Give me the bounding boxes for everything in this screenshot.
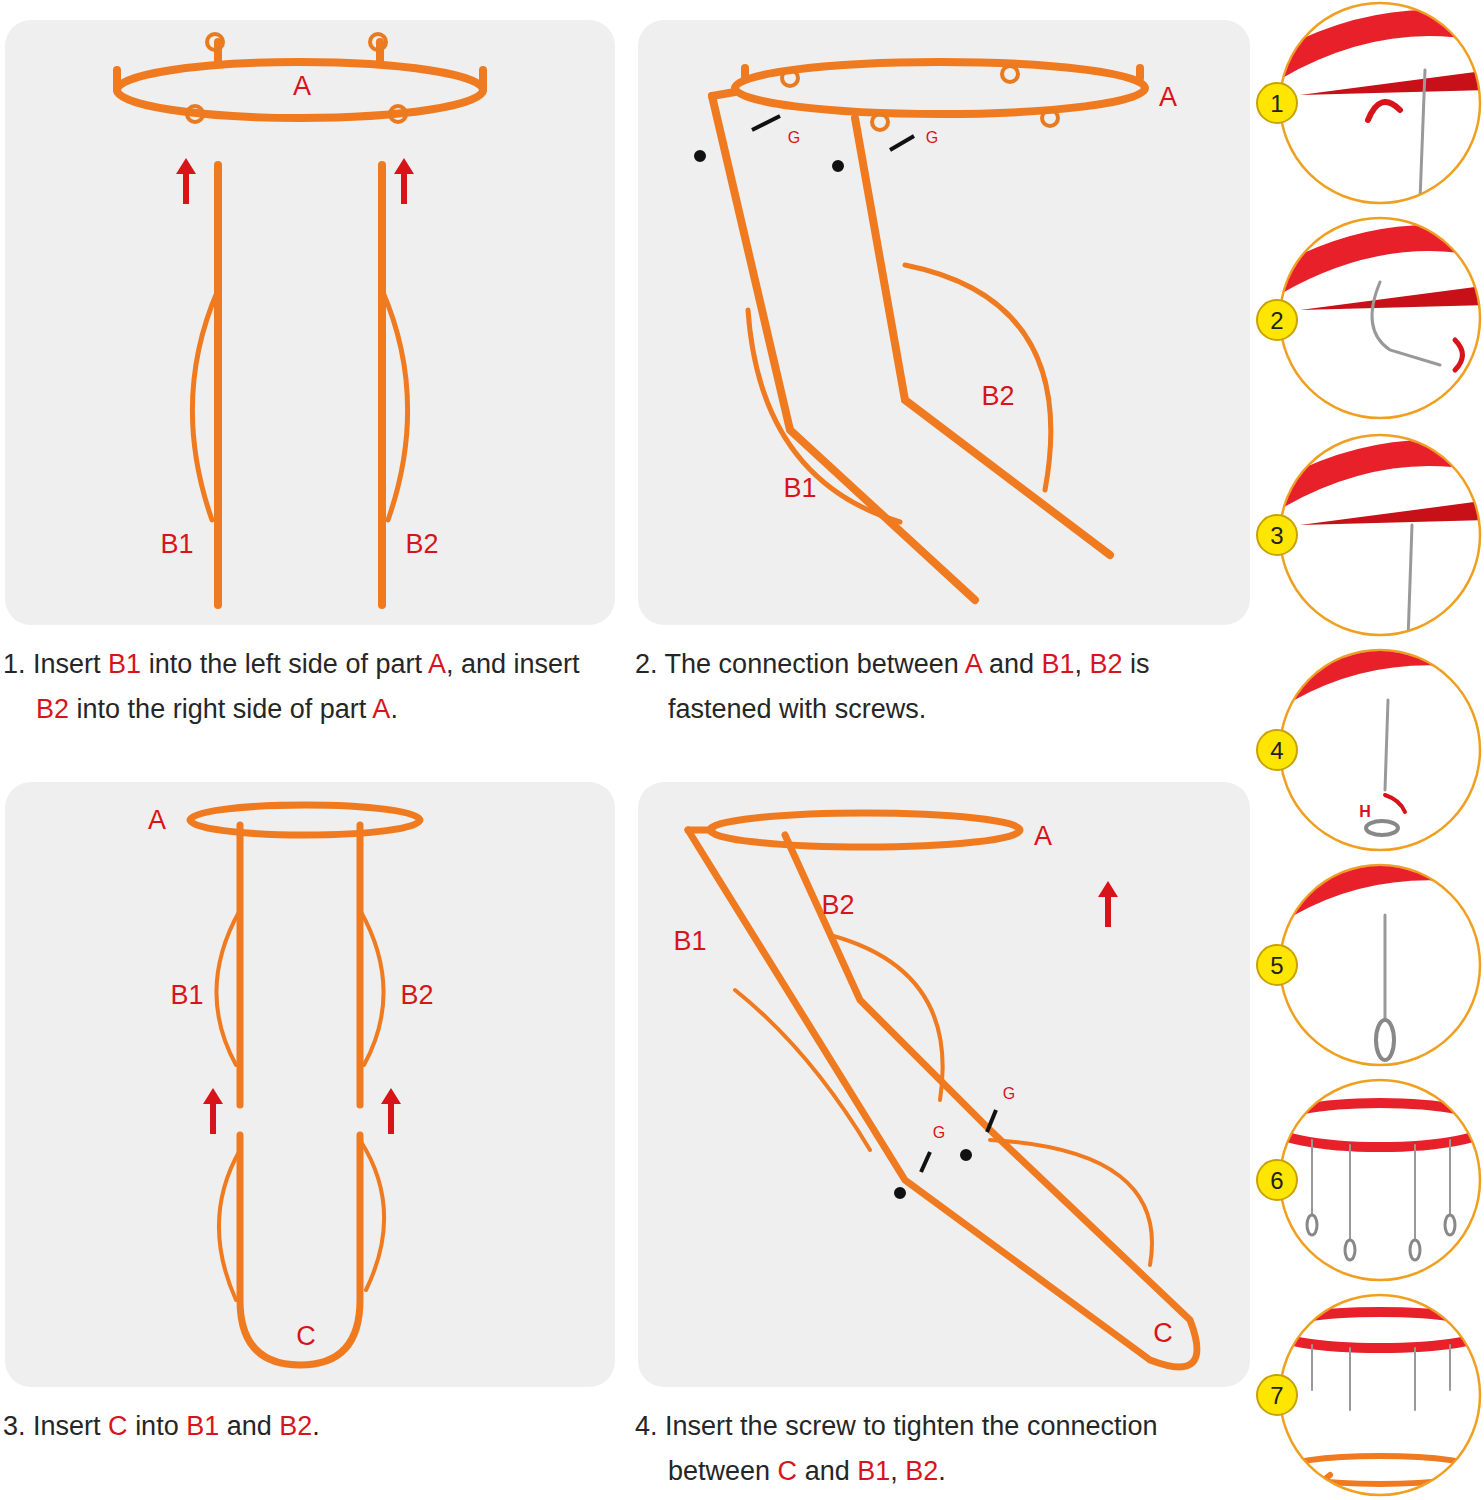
- part-label: B1: [170, 982, 203, 1009]
- part-ref: A: [372, 694, 390, 724]
- callout-shape: [1257, 1160, 1297, 1200]
- panel-ground: [5, 20, 615, 625]
- part-ref: B1: [108, 649, 141, 679]
- callout-circle: 6: [1255, 1158, 1299, 1202]
- step-caption: 2. The connection between A and B1, B2 i…: [635, 642, 1255, 732]
- part-ref: A: [428, 649, 446, 679]
- callout-shape: [1257, 300, 1297, 340]
- panel-ground: [5, 782, 615, 1387]
- nut: [782, 66, 1058, 130]
- part-label: A: [1034, 823, 1052, 850]
- callout-number: 2: [1270, 309, 1283, 333]
- screw: [896, 1110, 996, 1197]
- screw: [696, 116, 914, 170]
- rim-detail: [1270, 23, 1484, 1500]
- part-label: G: [788, 130, 800, 146]
- frame-parts: [688, 813, 1197, 1367]
- part-ref: C: [108, 1411, 128, 1441]
- arrow: [176, 158, 414, 204]
- part-label: C: [296, 1323, 316, 1350]
- callout-number: 1: [1270, 92, 1283, 116]
- part-ref: B1: [186, 1411, 219, 1441]
- frame-parts: [712, 62, 1145, 600]
- part-label: A: [1159, 84, 1177, 111]
- part-ref: A: [965, 649, 982, 679]
- part-label: C: [1153, 1320, 1173, 1347]
- panel-shape: [638, 782, 1250, 1387]
- part-label: B2: [821, 892, 854, 919]
- step-caption: 1. Insert B1 into the left side of part …: [3, 642, 615, 732]
- panel-shape: [638, 20, 1250, 625]
- part-ref: B2: [36, 694, 69, 724]
- callout-circle: 4: [1255, 728, 1299, 772]
- arrow: [203, 1088, 401, 1134]
- part-label: B2: [405, 531, 438, 558]
- panel-shape: [5, 782, 615, 1387]
- part-ref: B2: [279, 1411, 312, 1441]
- step-caption: 4. Insert the screw to tighten the conne…: [635, 1404, 1255, 1494]
- detail-circle: [1280, 3, 1480, 1495]
- nut: [187, 34, 406, 122]
- step-panel: [5, 20, 615, 625]
- callout-circle: 3: [1255, 513, 1299, 557]
- callout-circle: 5: [1255, 943, 1299, 987]
- callout-number: 3: [1270, 524, 1283, 548]
- part-ref: B1: [857, 1456, 890, 1486]
- callout-number: 5: [1270, 954, 1283, 978]
- part-label: A: [293, 73, 311, 100]
- part-ref: B1: [1041, 649, 1074, 679]
- part-label: B2: [981, 383, 1014, 410]
- part-label: B1: [160, 531, 193, 558]
- callout-number: 6: [1270, 1169, 1283, 1193]
- callout-shape: [1257, 730, 1297, 770]
- callout-shape: [1257, 945, 1297, 985]
- callout-shape: [1257, 1375, 1297, 1415]
- part-label: B1: [783, 475, 816, 502]
- frame-parts: [117, 42, 483, 605]
- callout-circle: 1: [1255, 81, 1299, 125]
- callout-circle: 2: [1255, 298, 1299, 342]
- frame-parts: [190, 805, 420, 1365]
- part-label: G: [1003, 1086, 1015, 1102]
- part-ref: B2: [905, 1456, 938, 1486]
- callout-shape: [1257, 515, 1297, 555]
- step-panel: [5, 782, 615, 1387]
- callout-shape: [1257, 83, 1297, 123]
- part-label: H: [1359, 804, 1371, 820]
- part-ref: C: [778, 1456, 798, 1486]
- part-label: G: [933, 1125, 945, 1141]
- part-label: B2: [400, 982, 433, 1009]
- part-ref: B2: [1090, 649, 1123, 679]
- part-label: A: [148, 807, 166, 834]
- part-label: G: [926, 130, 938, 146]
- callout-circle: 7: [1255, 1373, 1299, 1417]
- callout-number: 7: [1270, 1384, 1283, 1408]
- panel-shape: [5, 20, 615, 625]
- arrow: [1098, 881, 1118, 927]
- callout-number: 4: [1270, 739, 1283, 763]
- part-label: B1: [673, 928, 706, 955]
- step-caption: 3. Insert C into B1 and B2.: [3, 1404, 615, 1449]
